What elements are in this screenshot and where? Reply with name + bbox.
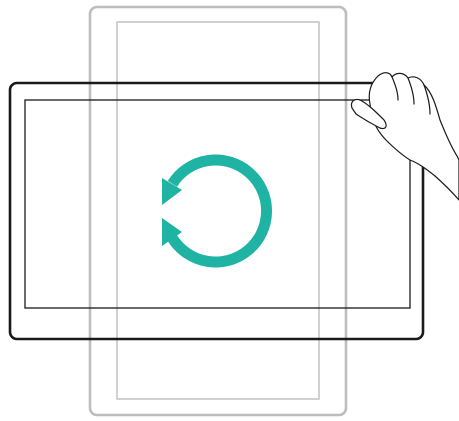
hand-palm-outline (369, 73, 459, 200)
rotate-arc (172, 160, 266, 262)
rotate-counterclockwise-icon (162, 160, 267, 262)
portrait-device (90, 7, 346, 415)
landscape-device-screen (25, 100, 410, 308)
portrait-device-frame (90, 7, 346, 415)
landscape-device (10, 83, 423, 339)
portrait-device-screen (117, 22, 319, 399)
hand-gesture-icon (351, 73, 459, 200)
landscape-device-frame (10, 83, 423, 339)
